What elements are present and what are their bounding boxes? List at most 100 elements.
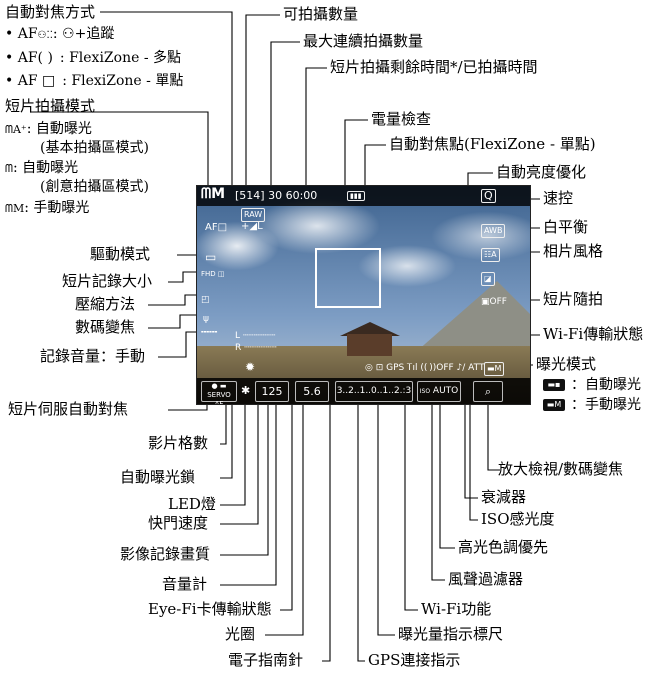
level-l-text: L — [235, 331, 241, 341]
servo-af-text: SERVO AF — [207, 391, 231, 405]
line-aelock — [220, 398, 233, 479]
movie-manual-icon: ▬M — [543, 399, 565, 411]
screen-bottom-bar — [197, 378, 530, 404]
line-led — [220, 398, 246, 506]
label-aperture: 光圈 — [225, 625, 256, 643]
line-gps — [357, 398, 365, 662]
battery-icon: ▮▮▮ — [347, 191, 365, 201]
line-level — [220, 398, 277, 586]
label-gps: GPS連接指示 — [368, 651, 461, 669]
label-eyefi: Eye-Fi卡傳輸狀態 — [148, 600, 272, 618]
line-wififunc — [404, 398, 418, 611]
label-wb: 白平衡 — [543, 218, 589, 236]
mode-a-plus-sub: (基本拍攝區模式) — [40, 140, 149, 156]
label-servo-af: 短片伺服自動對焦 — [8, 400, 129, 418]
label-htp: 高光色調優先 — [458, 538, 549, 556]
line-movietime — [305, 67, 327, 198]
servo-af-icon[interactable]: ● ▬SERVO AF — [201, 381, 237, 405]
label-quick: 速控 — [543, 189, 574, 207]
mode-auto-text: : 自動曝光 — [12, 160, 79, 176]
label-led: LED燈 — [168, 495, 216, 513]
line-eyefi — [280, 398, 293, 611]
af-method-item-multi: • AF( ) : FlexiZone - 多點 — [5, 50, 182, 66]
label-drive: 驅動模式 — [90, 245, 151, 263]
label-fps: 影片格數 — [148, 434, 209, 452]
magnify-button[interactable]: ⌕ — [473, 381, 503, 402]
exposure-scale: 3..2..1..0..1..2.:3 — [335, 381, 413, 402]
label-shutter: 快門速度 — [148, 514, 209, 532]
movie-mode-icon: ᗰM — [201, 186, 226, 202]
rec-size-icon: FHD ◫ — [201, 270, 225, 278]
aperture-value: 5.6 — [295, 381, 329, 402]
exp-auto-row: ▬▪：自動曝光 — [543, 377, 641, 394]
label-compass: 電子指南針 — [228, 651, 304, 669]
line-magnify — [487, 398, 500, 471]
exp-manual-text: ：手動曝光 — [571, 397, 641, 413]
snapshot-icon[interactable]: ▣OFF — [481, 297, 507, 307]
label-max-burst: 最大連續拍攝數量 — [303, 32, 424, 50]
label-wifi-func: Wi-Fi功能 — [421, 600, 492, 618]
raw-icon: RAW — [241, 208, 266, 222]
af-method-item-face-text: : ⚇+追蹤 — [52, 26, 115, 42]
label-compression: 壓縮方法 — [75, 295, 136, 313]
iso-value: AUTO — [432, 386, 459, 396]
exp-manual-row: ▬M ：手動曝光 — [543, 397, 641, 414]
label-alo: 自動亮度優化 — [496, 163, 587, 181]
label-af-point: 自動對焦點(FlexiZone - 單點) — [389, 135, 596, 153]
line-quality — [220, 398, 269, 556]
label-rec-size: 短片記錄大小 — [62, 272, 153, 290]
line-moviemode — [30, 111, 209, 198]
barn — [347, 334, 392, 356]
top-readout: [514] 30 60:00 — [235, 189, 318, 202]
mode-manual-text: : 手動曝光 — [24, 200, 90, 216]
label-exp-scale: 曝光量指示標尺 — [398, 625, 504, 643]
line-att — [464, 398, 478, 499]
label-movie-time: 短片拍攝剩餘時間*/已拍攝時間 — [330, 58, 538, 76]
label-quality: 影像記錄畫質 — [120, 545, 211, 563]
line-scale — [377, 398, 395, 636]
iso-display: ISO AUTO — [417, 381, 461, 402]
line-shutter — [220, 398, 259, 525]
wb-icon[interactable]: AWB — [481, 224, 506, 238]
af-point-frame — [315, 248, 381, 308]
label-shots: 可拍攝數量 — [283, 5, 359, 23]
screen-top-bar — [197, 186, 530, 206]
line-reclevel — [158, 331, 199, 358]
mountain — [417, 281, 530, 351]
picture-style-icon[interactable]: ☷A — [481, 248, 500, 262]
af-method-item-single: • AF □ : FlexiZone - 單點 — [5, 73, 184, 89]
mode-a-plus-text: : 自動曝光 — [26, 121, 92, 137]
line-wind — [431, 398, 445, 581]
af-method-icon: AF□ — [205, 222, 228, 233]
line-iso — [469, 398, 478, 521]
line-af-method — [100, 11, 233, 198]
af-method-label: 自動對焦方式 — [5, 3, 96, 21]
compression-icon: ◰ — [201, 295, 210, 305]
mode-a-plus: ᗰA⁺: 自動曝光 — [5, 121, 92, 137]
drive-mode-icon: ▭ — [205, 250, 217, 264]
label-level-meter: 音量計 — [162, 575, 208, 593]
label-wifi-status: Wi-Fi傳輸狀態 — [543, 325, 644, 343]
label-rec-level: 記錄音量：手動 — [40, 347, 146, 365]
digital-zoom-icon: ψ — [203, 314, 209, 324]
label-iso: ISO感光度 — [481, 510, 555, 528]
movie-mode-letter: M — [211, 186, 226, 202]
shutter-speed: 125 — [255, 381, 289, 402]
rec-level-icon: ╍╍╍ — [201, 328, 218, 338]
alo-icon[interactable]: ◪ — [481, 272, 495, 286]
line-compress — [148, 294, 199, 306]
level-meter-l: L ┄┄┄┄┄┄ — [235, 331, 276, 341]
ae-lock-icon: ✱ — [241, 384, 251, 397]
label-magnify: 放大檢視/數碼變焦 — [498, 460, 624, 478]
label-digital-zoom: 數碼變焦 — [75, 318, 136, 336]
quick-control-icon[interactable]: Q — [481, 189, 496, 203]
line-burst — [270, 41, 300, 198]
line-htp — [439, 398, 455, 549]
line-aperture — [265, 398, 304, 636]
line-dzoom — [148, 314, 199, 329]
label-picture-style: 相片風格 — [543, 242, 604, 260]
line-shots — [245, 14, 280, 198]
level-r-text: R — [235, 343, 242, 353]
label-snapshot: 短片隨拍 — [543, 290, 604, 308]
line-compass — [322, 398, 331, 662]
